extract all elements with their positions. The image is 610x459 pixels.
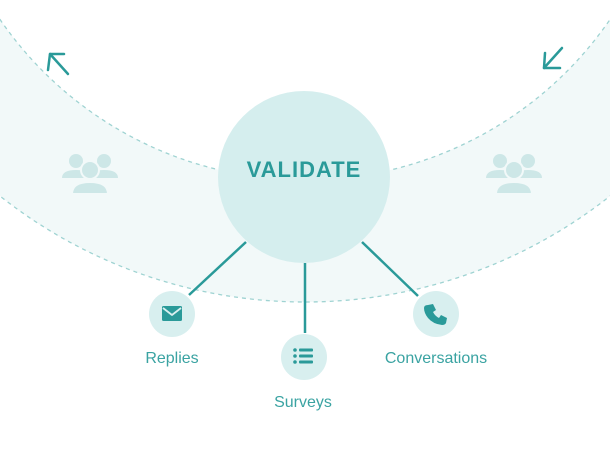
user-group-icon [486, 154, 542, 195]
user-group-icon [62, 154, 118, 195]
node-surveys [281, 334, 327, 380]
arrow-up-left-icon [46, 52, 70, 76]
center-circle [218, 91, 390, 263]
label-surveys: Surveys [274, 394, 332, 411]
envelope-icon [162, 306, 182, 321]
list-icon [293, 348, 313, 364]
arrow-down-right-icon [542, 46, 564, 70]
center-label: VALIDATE [246, 157, 362, 182]
node-conversations [413, 291, 459, 337]
inner-area [0, 0, 610, 180]
label-conversations: Conversations [384, 350, 488, 367]
label-replies: Replies [145, 350, 199, 367]
node-replies [149, 291, 195, 337]
connector-replies [188, 241, 247, 296]
connector-conversations [361, 241, 419, 297]
phone-icon [424, 304, 447, 325]
